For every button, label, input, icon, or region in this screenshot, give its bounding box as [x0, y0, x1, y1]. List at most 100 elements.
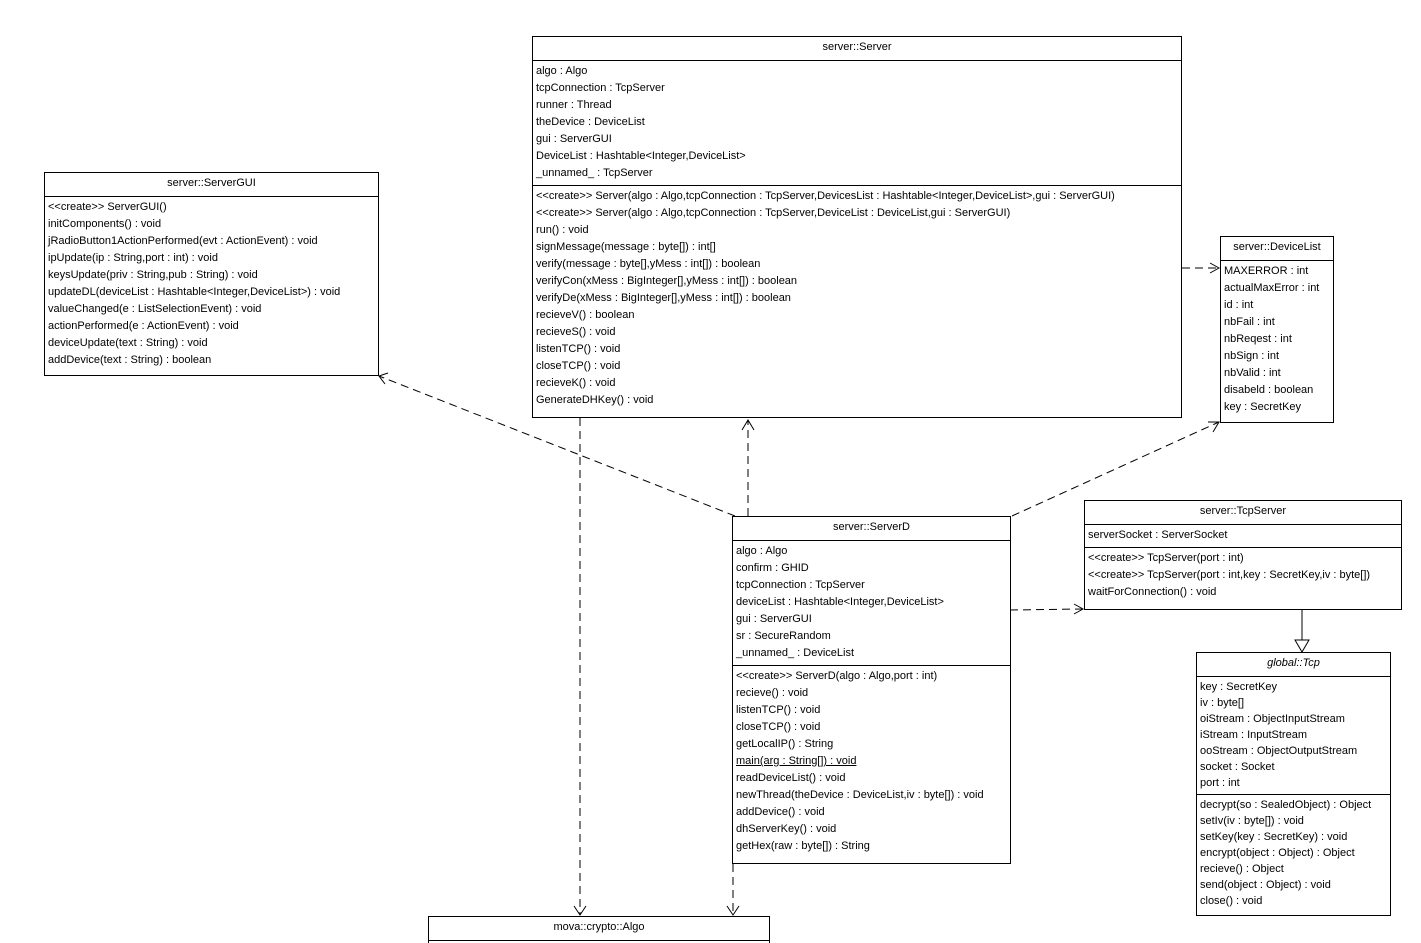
operation: verifyCon(xMess : BigInteger[],yMess : i…: [536, 275, 798, 287]
attribute: actualMaxError : int: [1224, 282, 1320, 294]
operation: actionPerformed(e : ActionEvent) : void: [48, 320, 239, 332]
attribute: theDevice : DeviceList: [536, 116, 645, 128]
attribute: nbSign : int: [1224, 350, 1280, 362]
operation: setIv(iv : byte[]) : void: [1200, 815, 1304, 827]
operation: newThread(theDevice : DeviceList,iv : by…: [736, 789, 984, 801]
operation: listenTCP() : void: [536, 343, 621, 355]
operation: valueChanged(e : ListSelectionEvent) : v…: [48, 303, 262, 315]
attribute: algo : Algo: [736, 545, 788, 557]
operation: recieveS() : void: [536, 326, 616, 338]
operation: <<create>> ServerGUI(): [48, 201, 167, 213]
operation: run() : void: [536, 224, 589, 236]
attribute: iStream : InputStream: [1200, 729, 1307, 741]
operation: addDevice() : void: [736, 806, 825, 818]
class-serverd-operations: <<create>> ServerD(algo : Algo,port : in…: [733, 665, 1010, 858]
attribute: gui : ServerGUI: [736, 613, 812, 625]
operation: closeTCP() : void: [736, 721, 821, 733]
operation: recieve() : void: [736, 687, 809, 699]
attribute: nbValid : int: [1224, 367, 1281, 379]
operation: deviceUpdate(text : String) : void: [48, 337, 208, 349]
class-tcpserver-attributes: serverSocket : ServerSocket: [1085, 525, 1401, 547]
operation: initComponents() : void: [48, 218, 162, 230]
arrowhead-tcpserver: [1073, 603, 1085, 615]
operation: recieveV() : boolean: [536, 309, 635, 321]
operation: dhServerKey() : void: [736, 823, 837, 835]
operation: listenTCP() : void: [736, 704, 821, 716]
operation: <<create>> TcpServer(port : int): [1088, 552, 1244, 564]
operation: setKey(key : SecretKey) : void: [1200, 831, 1348, 843]
arrowhead-algo-from-serverd: [726, 905, 740, 916]
attribute: key : SecretKey: [1224, 401, 1302, 413]
class-tcpserver[interactable]: server::TcpServer serverSocket : ServerS…: [1084, 500, 1402, 610]
attribute: id : int: [1224, 299, 1254, 311]
operation: <<create>> ServerD(algo : Algo,port : in…: [736, 670, 938, 682]
class-servergui-title: server::ServerGUI: [45, 173, 378, 197]
attribute: nbReqest : int: [1224, 333, 1292, 345]
class-tcp-attributes: key : SecretKey iv : byte[] oiStream : O…: [1197, 677, 1390, 794]
class-serverd-title: server::ServerD: [733, 517, 1010, 541]
class-serverd-attributes: algo : Algo confirm : GHID tcpConnection…: [733, 541, 1010, 665]
attribute: port : int: [1200, 777, 1240, 789]
attribute: nbFail : int: [1224, 316, 1275, 328]
attribute: socket : Socket: [1200, 761, 1275, 773]
operation: verify(message : byte[],yMess : int[]) :…: [536, 258, 761, 270]
dependency-serverd-to-servergui: [378, 375, 736, 517]
operation: GenerateDHKey() : void: [536, 394, 654, 406]
class-server-title: server::Server: [533, 37, 1181, 61]
class-servergui-operations: <<create>> ServerGUI() initComponents() …: [45, 197, 378, 372]
attribute: ooStream : ObjectOutputStream: [1200, 745, 1358, 757]
operation: ipUpdate(ip : String,port : int) : void: [48, 252, 218, 264]
attribute: key : SecretKey: [1200, 681, 1278, 693]
operation: keysUpdate(priv : String,pub : String) :…: [48, 269, 258, 281]
class-servergui[interactable]: server::ServerGUI <<create>> ServerGUI()…: [44, 172, 379, 376]
attribute: DeviceList : Hashtable<Integer,DeviceLis…: [536, 150, 746, 162]
class-devicelist[interactable]: server::DeviceList MAXERROR : int actual…: [1220, 236, 1334, 423]
arrowhead-server: [741, 419, 755, 431]
operation: recieve() : Object: [1200, 863, 1284, 875]
operation: decrypt(so : SealedObject) : Object: [1200, 799, 1372, 811]
operation: jRadioButton1ActionPerformed(evt : Actio…: [48, 235, 318, 247]
class-server-attributes: algo : Algo tcpConnection : TcpServer ru…: [533, 61, 1181, 185]
attribute: gui : ServerGUI: [536, 133, 612, 145]
attribute: confirm : GHID: [736, 562, 809, 574]
class-serverd[interactable]: server::ServerD algo : Algo confirm : GH…: [732, 516, 1011, 864]
generalization-triangle: [1294, 639, 1310, 653]
operation: closeTCP() : void: [536, 360, 621, 372]
arrowhead-servergui: [378, 372, 389, 385]
attribute: tcpConnection : TcpServer: [736, 579, 865, 591]
attribute: iv : byte[]: [1200, 697, 1245, 709]
class-tcp[interactable]: global::Tcp key : SecretKey iv : byte[] …: [1196, 652, 1391, 916]
operation: updateDL(deviceList : Hashtable<Integer,…: [48, 286, 341, 298]
attribute: serverSocket : ServerSocket: [1088, 529, 1228, 541]
class-tcpserver-operations: <<create>> TcpServer(port : int) <<creat…: [1085, 547, 1401, 604]
operation: <<create>> Server(algo : Algo,tcpConnect…: [536, 207, 1011, 219]
arrowhead-devicelist-from-server: [1209, 262, 1221, 274]
operation: recieveK() : void: [536, 377, 616, 389]
class-tcpserver-title: server::TcpServer: [1085, 501, 1401, 525]
attribute: tcpConnection : TcpServer: [536, 82, 665, 94]
arrowhead-algo-from-server: [573, 905, 587, 916]
attribute: _unnamed_ : TcpServer: [536, 167, 653, 179]
class-tcp-title: global::Tcp: [1197, 653, 1390, 677]
dependency-serverd-to-devicelist: [1011, 421, 1220, 517]
static-operation: main(arg : String[]) : void: [736, 755, 857, 767]
attribute: deviceList : Hashtable<Integer,DeviceLis…: [736, 596, 944, 608]
operation: send(object : Object) : void: [1200, 879, 1331, 891]
dependency-serverd-to-tcpserver: [1009, 608, 1084, 611]
operation: close() : void: [1200, 895, 1263, 907]
class-algo[interactable]: mova::crypto::Algo: [428, 916, 770, 943]
operation: encrypt(object : Object) : Object: [1200, 847, 1355, 859]
class-devicelist-title: server::DeviceList: [1221, 237, 1333, 261]
attribute: sr : SecureRandom: [736, 630, 831, 642]
class-tcp-operations: decrypt(so : SealedObject) : Object setI…: [1197, 794, 1390, 912]
attribute: disabeld : boolean: [1224, 384, 1314, 396]
attribute: _unnamed_ : DeviceList: [736, 647, 855, 659]
attribute: runner : Thread: [536, 99, 612, 111]
class-server[interactable]: server::Server algo : Algo tcpConnection…: [532, 36, 1182, 418]
operation: signMessage(message : byte[]) : int[]: [536, 241, 716, 253]
class-server-operations: <<create>> Server(algo : Algo,tcpConnect…: [533, 185, 1181, 412]
attribute: oiStream : ObjectInputStream: [1200, 713, 1345, 725]
operation: <<create>> TcpServer(port : int,key : Se…: [1088, 569, 1371, 581]
arrowhead-devicelist: [1208, 421, 1220, 433]
attribute: MAXERROR : int: [1224, 265, 1309, 277]
